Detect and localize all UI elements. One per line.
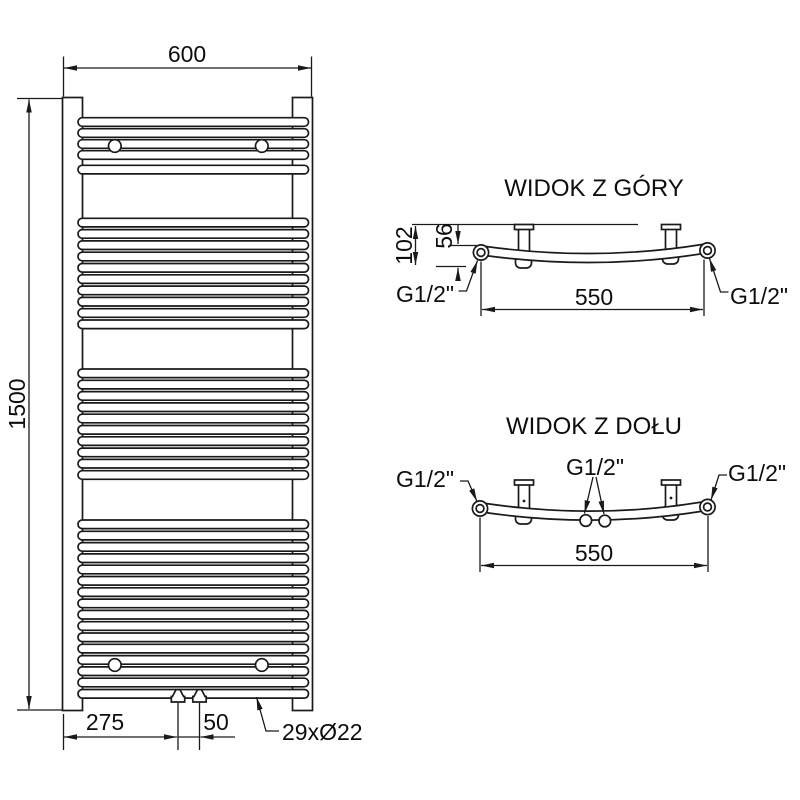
rungs-callout-label: 29xØ22 — [282, 719, 363, 745]
center-connection-left — [579, 513, 593, 528]
rung — [77, 228, 310, 240]
bracket-left — [517, 483, 531, 512]
g12-top-left-label: G1/2" — [396, 281, 454, 307]
g12-top-right-label: G1/2" — [730, 283, 788, 309]
center-connection-right — [598, 514, 612, 528]
dim-wall-offset-label: 56 — [431, 223, 457, 249]
rung — [77, 127, 310, 139]
rung — [77, 138, 310, 150]
rung — [77, 632, 310, 643]
dim-depth-label: 102 — [391, 226, 417, 264]
rung — [77, 402, 310, 413]
valve-right — [191, 688, 208, 703]
dim-span-bottom-label: 550 — [575, 540, 613, 566]
bracket-cap-left — [513, 479, 535, 486]
rung — [77, 379, 310, 390]
bottom-view: WIDOK Z DOŁU G1/2" G1/2" G1/2" — [396, 413, 786, 572]
dim-span-top-label: 550 — [575, 284, 613, 310]
bracket-cap-right — [660, 479, 682, 486]
rung — [77, 575, 310, 586]
rung — [77, 598, 310, 609]
mount-hole-bottom-right — [254, 657, 269, 673]
rung — [77, 285, 310, 296]
rung — [77, 307, 310, 319]
rung — [77, 530, 310, 541]
rung — [77, 666, 310, 677]
callout-g12-bottom-right: G1/2" — [710, 460, 786, 501]
g12-bottom-right-label: G1/2" — [728, 460, 786, 486]
rung — [77, 541, 310, 553]
rung — [77, 553, 310, 564]
dim-offset-label: 275 — [86, 709, 124, 735]
bracket-screw-left — [522, 499, 526, 503]
rung — [77, 116, 310, 128]
top-view: WIDOK Z GÓRY 102 56 G1/2" G1/2" — [391, 175, 788, 316]
dim-550-bottom: 550 — [479, 516, 709, 572]
rung — [77, 217, 310, 228]
rung — [77, 458, 310, 469]
valve-left — [170, 688, 186, 703]
rung — [77, 447, 310, 458]
rung — [77, 609, 310, 620]
dim-275-50: 275 50 — [62, 703, 235, 750]
rung — [77, 390, 310, 402]
callout-rungs: 29xØ22 — [255, 696, 363, 745]
dim-600: 600 — [62, 41, 313, 97]
rung — [77, 164, 310, 175]
mount-hole-top-right — [254, 138, 269, 154]
rung — [77, 413, 310, 424]
dim-height-label: 1500 — [4, 378, 30, 429]
front-view: 600 1500 275 50 — [4, 41, 363, 750]
rung — [77, 435, 310, 447]
rung — [77, 643, 310, 654]
bottom-view-title: WIDOK Z DOŁU — [506, 413, 682, 440]
g12-bottom-left-label: G1/2" — [396, 466, 454, 492]
rung — [77, 319, 310, 330]
rung — [77, 296, 310, 307]
callout-g12-top-right: G1/2" — [708, 258, 788, 309]
connection-left — [476, 247, 486, 258]
rung — [77, 586, 310, 598]
rung — [77, 677, 310, 688]
rung — [77, 424, 310, 435]
rung — [77, 262, 310, 273]
rung — [77, 149, 310, 161]
rung — [77, 273, 310, 285]
bracket-cap-left — [513, 223, 535, 231]
connection-right — [702, 502, 713, 512]
mount-hole-top-left — [107, 138, 122, 154]
rung — [77, 251, 310, 262]
mount-hole-bottom-left — [107, 657, 122, 673]
callout-g12-bottom-left: G1/2" — [396, 466, 478, 502]
rung — [77, 519, 310, 530]
g12-bottom-center-label: G1/2" — [566, 454, 624, 480]
rung — [77, 654, 310, 666]
rung — [77, 240, 310, 251]
bracket-right — [664, 483, 678, 509]
dim-width-label: 600 — [168, 41, 206, 67]
callout-g12-bottom-center: G1/2" — [566, 454, 624, 515]
dim-spacing-label: 50 — [203, 709, 229, 735]
bracket-cap-right — [660, 223, 682, 231]
rung-group — [77, 116, 310, 699]
connection-left — [475, 503, 485, 514]
top-view-title: WIDOK Z GÓRY — [504, 175, 684, 202]
rung — [77, 368, 310, 379]
rung — [77, 564, 310, 575]
connection-right — [702, 245, 713, 256]
rung — [77, 620, 310, 632]
dim-550-top: 550 — [480, 259, 705, 316]
bracket-screw-right — [669, 496, 673, 500]
rung — [77, 469, 310, 481]
dim-1500: 1500 — [4, 97, 62, 711]
callout-g12-top-left: G1/2" — [396, 260, 479, 307]
